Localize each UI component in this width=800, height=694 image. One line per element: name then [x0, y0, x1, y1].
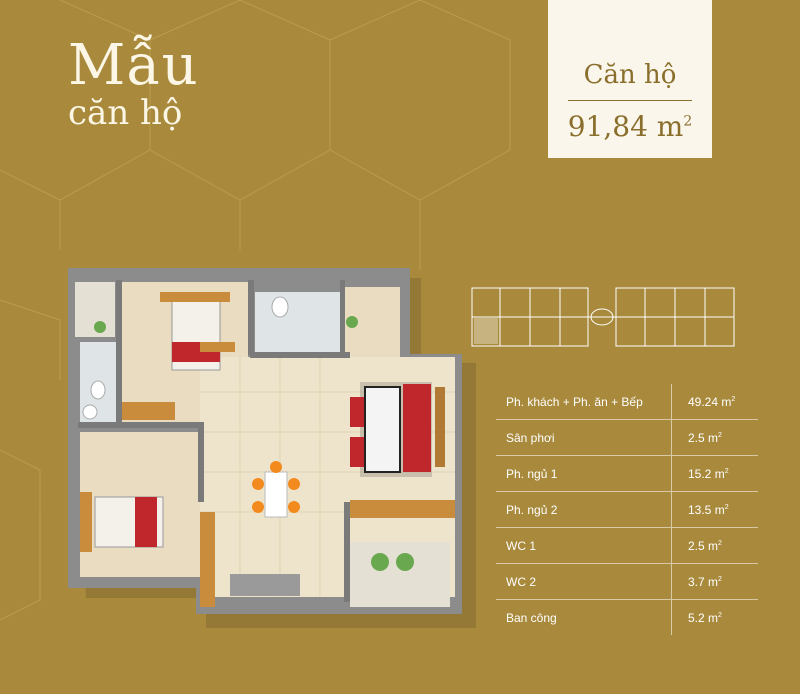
apartment-area-box: Căn hộ 91,84 m2 [548, 0, 712, 158]
room-name: WC 2 [496, 563, 672, 600]
room-area-value: 3.7 m [688, 574, 719, 589]
room-area: 2.5 m2 [671, 419, 758, 456]
room-name: Ph. ngủ 2 [496, 491, 672, 528]
room-area: 15.2 m2 [671, 455, 758, 492]
room-area-sup: 2 [718, 539, 722, 547]
room-area: 5.2 m2 [671, 599, 758, 635]
room-area-value: 2.5 m [688, 430, 719, 445]
room-area-value: 15.2 m [688, 466, 725, 481]
table-row: Ban công 5.2 m2 [496, 599, 758, 635]
title-line-2: căn hộ [68, 93, 183, 133]
room-area-sup: 2 [718, 575, 722, 583]
page-title: Mẫu căn hộ [68, 33, 199, 133]
room-area-sup: 2 [731, 395, 736, 403]
table-row: Ph. ngủ 2 13.5 m2 [496, 491, 758, 528]
room-area-value: 49.24 m [688, 394, 732, 409]
area-label: Căn hộ [583, 60, 677, 90]
room-name: Ph. ngủ 1 [496, 455, 672, 492]
room-name: Sân phơi [496, 419, 672, 456]
title-line-1: Mẫu [68, 33, 199, 98]
room-area-sup: 2 [718, 611, 722, 619]
table-row: Ph. khách + Ph. ăn + Bếp 49.24 m2 [496, 384, 758, 420]
table-row: WC 1 2.5 m2 [496, 527, 758, 564]
room-name: Ban công [506, 610, 557, 625]
table-row: Sân phơi 2.5 m2 [496, 419, 758, 456]
table-row: Ph. ngủ 1 15.2 m2 [496, 455, 758, 492]
key-plan-image [471, 287, 735, 347]
table-row: WC 2 3.7 m2 [496, 563, 758, 600]
room-name: WC 1 [496, 527, 672, 564]
room-area: 13.5 m2 [671, 491, 758, 528]
room-area-table: Ph. khách + Ph. ăn + Bếp 49.24 m2 Sân ph… [496, 384, 758, 635]
room-area-value: 13.5 m [688, 502, 725, 517]
area-divider [568, 100, 692, 101]
area-unit-sup: 2 [683, 113, 693, 130]
room-area: 2.5 m2 [671, 527, 758, 564]
floor-plan-image [68, 268, 476, 628]
room-area-sup: 2 [724, 503, 729, 511]
area-value: 91,84 m [567, 110, 684, 143]
area-value-wrap: 91,84 m2 [548, 110, 712, 143]
room-area-sup: 2 [718, 431, 722, 439]
room-area: 3.7 m2 [671, 563, 758, 600]
room-area: 49.24 m2 [671, 384, 758, 420]
room-area-sup: 2 [724, 467, 729, 475]
room-name: Ph. khách + Ph. ăn + Bếp [496, 384, 672, 420]
room-area-value: 2.5 m [688, 538, 719, 553]
room-area-value: 5.2 m [688, 610, 719, 625]
